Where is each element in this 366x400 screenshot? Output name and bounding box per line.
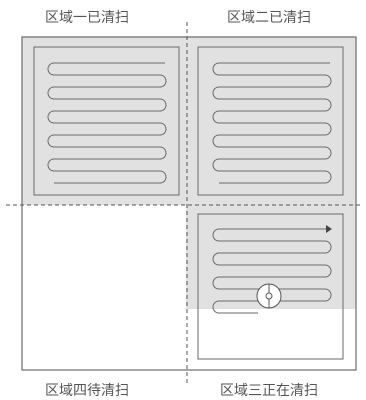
zone-1-frame xyxy=(33,46,180,196)
zone-3-frame xyxy=(197,213,344,360)
zone-1-cleaning-path xyxy=(47,62,167,184)
zone-3-cleaning-path xyxy=(212,228,332,314)
cleaned-area-top xyxy=(22,37,356,205)
zone-3-label: 区域三正在清扫 xyxy=(220,383,318,399)
zone-2-frame xyxy=(197,46,344,196)
zone-2-cleaning-path xyxy=(212,62,332,184)
robot-vacuum-icon xyxy=(256,283,282,309)
zone-2-label: 区域二已清扫 xyxy=(227,10,311,26)
direction-arrow-icon xyxy=(326,225,332,233)
map-frame xyxy=(21,36,357,371)
zone-1-label: 区域一已清扫 xyxy=(45,10,129,26)
zone-4-label: 区域四待清扫 xyxy=(45,383,129,399)
